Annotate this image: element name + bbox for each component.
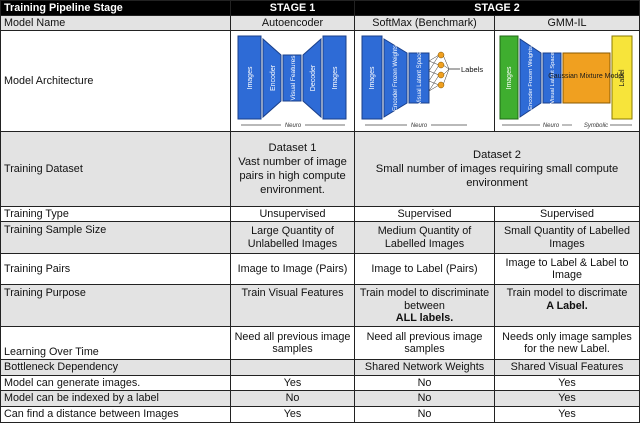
bottleneck-gmm: Shared Visual Features [495, 360, 640, 376]
generate-softmax: No [355, 376, 495, 391]
purpose-softmax: Train model to discriminate between ALL … [355, 285, 495, 327]
gmm-latent: Visual Latent Space [550, 52, 556, 103]
ae-decoder: Decoder [310, 64, 317, 91]
type-gmm: Supervised [495, 207, 640, 222]
pairs-autoencoder: Image to Image (Pairs) [231, 254, 355, 285]
sm-images: Images [369, 66, 376, 89]
dataset-1-text: Vast number of image pairs in high compu… [238, 156, 347, 196]
gmm-mixture: Gaussian Mixture Model [548, 73, 624, 80]
sample-size-softmax: Medium Quantity of Labelled Images [355, 222, 495, 254]
gmm-footer-neuro: Neuro [542, 123, 559, 129]
indexed-gmm: Yes [495, 391, 640, 407]
stage2-header: STAGE 2 [355, 0, 640, 16]
dataset-1-title: Dataset 1 [268, 142, 317, 154]
row-label-architecture: Model Architecture [0, 31, 231, 132]
learning-softmax: Need all previous image samples [355, 327, 495, 360]
distance-softmax: No [355, 407, 495, 423]
purpose-gmm-bold: A Label. [546, 299, 588, 312]
pairs-softmax: Image to Label (Pairs) [355, 254, 495, 285]
distance-gmm: Yes [495, 407, 640, 423]
softmax-diagram: Images Encoder Frozen Weights Visual Lat… [361, 35, 483, 129]
sm-labels: Labels [461, 65, 483, 74]
row-label-type: Training Type [0, 207, 231, 222]
stage1-header: STAGE 1 [231, 0, 355, 16]
bottleneck-softmax: Shared Network Weights [355, 360, 495, 376]
row-label-dataset: Training Dataset [0, 132, 231, 207]
generate-gmm: Yes [495, 376, 640, 391]
row-label-generate: Model can generate images. [0, 376, 231, 391]
ae-images-in: Images [247, 66, 254, 89]
ae-visual: Visual Features [290, 55, 297, 101]
ae-footer: Neuro [284, 123, 301, 129]
learning-gmm: Needs only image samples for the new Lab… [495, 327, 640, 360]
pairs-gmm: Image to Label & Label to Image [495, 254, 640, 285]
model-name-autoencoder: Autoencoder [231, 16, 355, 31]
row-label-pairs: Training Pairs [0, 254, 231, 285]
dataset-2: Dataset 2 Small number of images requiri… [355, 132, 640, 207]
purpose-softmax-text: Train model to discriminate between [359, 287, 490, 312]
gmm-images: Images [506, 66, 513, 89]
dataset-2-text: Small number of images requiring small c… [375, 163, 619, 189]
arch-softmax: Images Encoder Frozen Weights Visual Lat… [355, 31, 495, 132]
indexed-autoencoder: No [231, 391, 355, 407]
row-label-indexed: Model can be indexed by a label [0, 391, 231, 407]
ae-images-out: Images [332, 66, 339, 89]
sm-footer: Neuro [410, 123, 427, 129]
type-softmax: Supervised [355, 207, 495, 222]
row-label-purpose: Training Purpose [0, 285, 231, 327]
purpose-gmm: Train model to discrimate A Label. [495, 285, 640, 327]
gmm-encoder: Encoder Frozen Weights [528, 46, 534, 110]
dataset-2-title: Dataset 2 [473, 149, 521, 161]
gmm-diagram: Images Encoder Frozen Weights Visual Lat… [499, 35, 632, 129]
row-label-bottleneck: Bottleneck Dependency [0, 360, 231, 376]
gmm-footer-symbolic: Symbolic [583, 123, 607, 129]
arch-autoencoder: Images Encoder Visual Features Decoder I… [231, 31, 355, 132]
sm-encoder: Encoder Frozen Weights [393, 45, 399, 111]
row-label-learning: Learning Over Time [0, 327, 231, 360]
distance-autoencoder: Yes [231, 407, 355, 423]
bottleneck-autoencoder [231, 360, 355, 376]
model-name-softmax: SoftMax (Benchmark) [355, 16, 495, 31]
row-label-model-name: Model Name [0, 16, 231, 31]
autoencoder-diagram: Images Encoder Visual Features Decoder I… [237, 35, 346, 129]
ae-encoder: Encoder [270, 64, 277, 91]
sample-size-autoencoder: Large Quantity of Unlabelled Images [231, 222, 355, 254]
model-name-gmm: GMM-IL [495, 16, 640, 31]
row-label-sample-size: Training Sample Size [0, 222, 231, 254]
sample-size-gmm: Small Quantity of Labelled Images [495, 222, 640, 254]
arch-gmm: Images Encoder Frozen Weights Visual Lat… [495, 31, 640, 132]
row-label-distance: Can find a distance between Images [0, 407, 231, 423]
stage-label: Training Pipeline Stage [0, 0, 231, 16]
purpose-autoencoder: Train Visual Features [231, 285, 355, 327]
purpose-gmm-text: Train model to discrimate [506, 287, 628, 299]
dataset-1: Dataset 1 Vast number of image pairs in … [231, 132, 355, 207]
sm-latent: Visual Latent Space [417, 51, 423, 105]
type-autoencoder: Unsupervised [231, 207, 355, 222]
gmm-label: Label [619, 69, 626, 87]
generate-autoencoder: Yes [231, 376, 355, 391]
purpose-softmax-bold: ALL labels. [395, 312, 454, 324]
learning-autoencoder: Need all previous image samples [231, 327, 355, 360]
indexed-softmax: No [355, 391, 495, 407]
